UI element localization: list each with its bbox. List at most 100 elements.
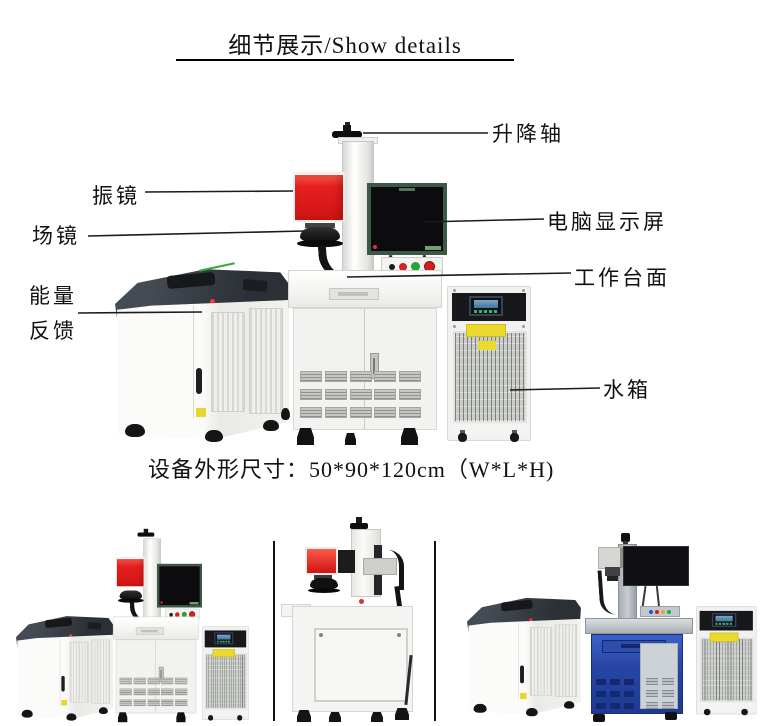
worktable-surface: [288, 270, 442, 308]
chiller-grille: [205, 653, 247, 710]
machine-foot: [371, 712, 383, 722]
gallery-divider: [273, 541, 275, 721]
cabinet-body: [117, 300, 289, 440]
lift-axis-knob: [332, 131, 362, 138]
laser-source-cabinet: [16, 615, 116, 723]
warning-sticker: [466, 324, 506, 337]
vent-grid: [161, 677, 188, 707]
monitor-cable: [655, 585, 661, 609]
title-underline: [176, 59, 514, 61]
vent-grid: [374, 371, 421, 418]
field-lens-dome: [310, 578, 338, 589]
machine-set-diagram: [115, 122, 531, 446]
chiller-caster: [703, 708, 711, 716]
cabinet-body: [17, 634, 114, 720]
machine-foot: [593, 714, 605, 722]
laser-marking-machine: [111, 527, 202, 723]
machine-foot: [21, 709, 33, 718]
lift-knob-stem: [143, 528, 149, 534]
laser-source-cabinet: [467, 597, 584, 719]
cabinet-door: [640, 643, 678, 709]
machine-caster: [281, 408, 290, 420]
panel-button: [411, 262, 420, 271]
chiller-grille: [700, 637, 754, 702]
cabinet-door: [314, 628, 408, 702]
galvanometer-head: [305, 547, 338, 575]
machine-foot: [401, 428, 418, 445]
machine-foot: [66, 713, 77, 721]
warning-sticker: [212, 649, 235, 658]
machine-foot: [263, 420, 279, 431]
computer-monitor: [157, 563, 202, 608]
lift-knob-stem: [623, 541, 628, 546]
water-chiller: [447, 286, 531, 442]
chiller-base: [698, 702, 756, 711]
machine-foot: [117, 712, 128, 723]
warning-sticker: [709, 632, 739, 642]
machine-foot: [395, 708, 409, 720]
vent-grid: [300, 371, 372, 418]
machine-foot: [125, 424, 145, 437]
callout-lift-axis: 升降轴: [492, 122, 564, 146]
callout-water-tank: 水箱: [603, 378, 651, 402]
field-lens-rim: [308, 588, 340, 593]
warning-sticker: [478, 341, 496, 350]
water-chiller: [201, 626, 249, 721]
chiller-base: [450, 424, 530, 435]
machine-cabinet: [115, 639, 197, 714]
machine-foot: [665, 712, 677, 720]
top-connector: [87, 621, 102, 630]
machine-foot: [563, 701, 575, 709]
callout-work-table: 工作台面: [574, 266, 670, 290]
laser-marking-machine: [285, 122, 447, 446]
callout-energy-feedback-1: 能量: [29, 284, 77, 308]
worktable-surface: [585, 618, 693, 634]
machine-foot: [525, 707, 538, 717]
callout-energy-feedback-2: 反馈: [29, 319, 77, 343]
galvanometer-head: [115, 557, 145, 588]
callout-field-lens: 场镜: [32, 224, 80, 248]
chiller-caster: [510, 433, 519, 442]
machine-cabinet: [292, 606, 413, 712]
cable: [385, 550, 404, 590]
chiller-caster: [237, 715, 243, 721]
callout-galvanometer: 振镜: [92, 184, 140, 208]
chiller-lcd-display: [214, 632, 234, 645]
panel-button: [399, 262, 407, 271]
lift-knob-nub: [345, 122, 350, 126]
field-lens-rim: [117, 598, 144, 603]
worktable-surface: [112, 616, 200, 640]
lens-neck: [314, 575, 332, 579]
blue-cabinet: [591, 634, 683, 714]
field-lens: [605, 567, 620, 576]
gallery-photo-blue-marking-machine: [585, 530, 695, 722]
lift-axis-knob: [350, 523, 368, 529]
machine-foot: [297, 710, 311, 722]
gallery-photo-blue-set-chiller: [696, 606, 757, 716]
page-title: 细节展示/Show details: [228, 33, 462, 58]
chiller-caster: [458, 433, 467, 442]
lift-axis-knob: [137, 532, 155, 537]
machine-foot: [176, 712, 186, 723]
control-panel: [640, 606, 680, 617]
laser-source-cabinet: [115, 262, 293, 446]
vent-grid: [119, 677, 160, 707]
chiller-lcd-display: [711, 613, 737, 627]
gallery-divider: [434, 541, 436, 721]
computer-monitor: [367, 183, 447, 255]
chiller-base: [203, 709, 249, 717]
cable: [597, 569, 617, 616]
field-lens-rim: [297, 240, 343, 247]
lift-knob-stem: [356, 517, 362, 524]
field-lens-rim: [607, 576, 618, 581]
machine-foot: [98, 707, 108, 714]
galvanometer-head: [293, 172, 345, 222]
computer-monitor: [623, 546, 689, 586]
monitor-cable: [641, 585, 647, 609]
gallery-photo-side-view: [281, 515, 435, 725]
cabinet-body: [468, 618, 581, 715]
machine-cabinet: [293, 308, 437, 430]
gallery-photo-full-set: [16, 527, 249, 723]
galvanometer-head: [598, 547, 626, 569]
callout-computer-monitor: 电脑显示屏: [547, 210, 667, 234]
